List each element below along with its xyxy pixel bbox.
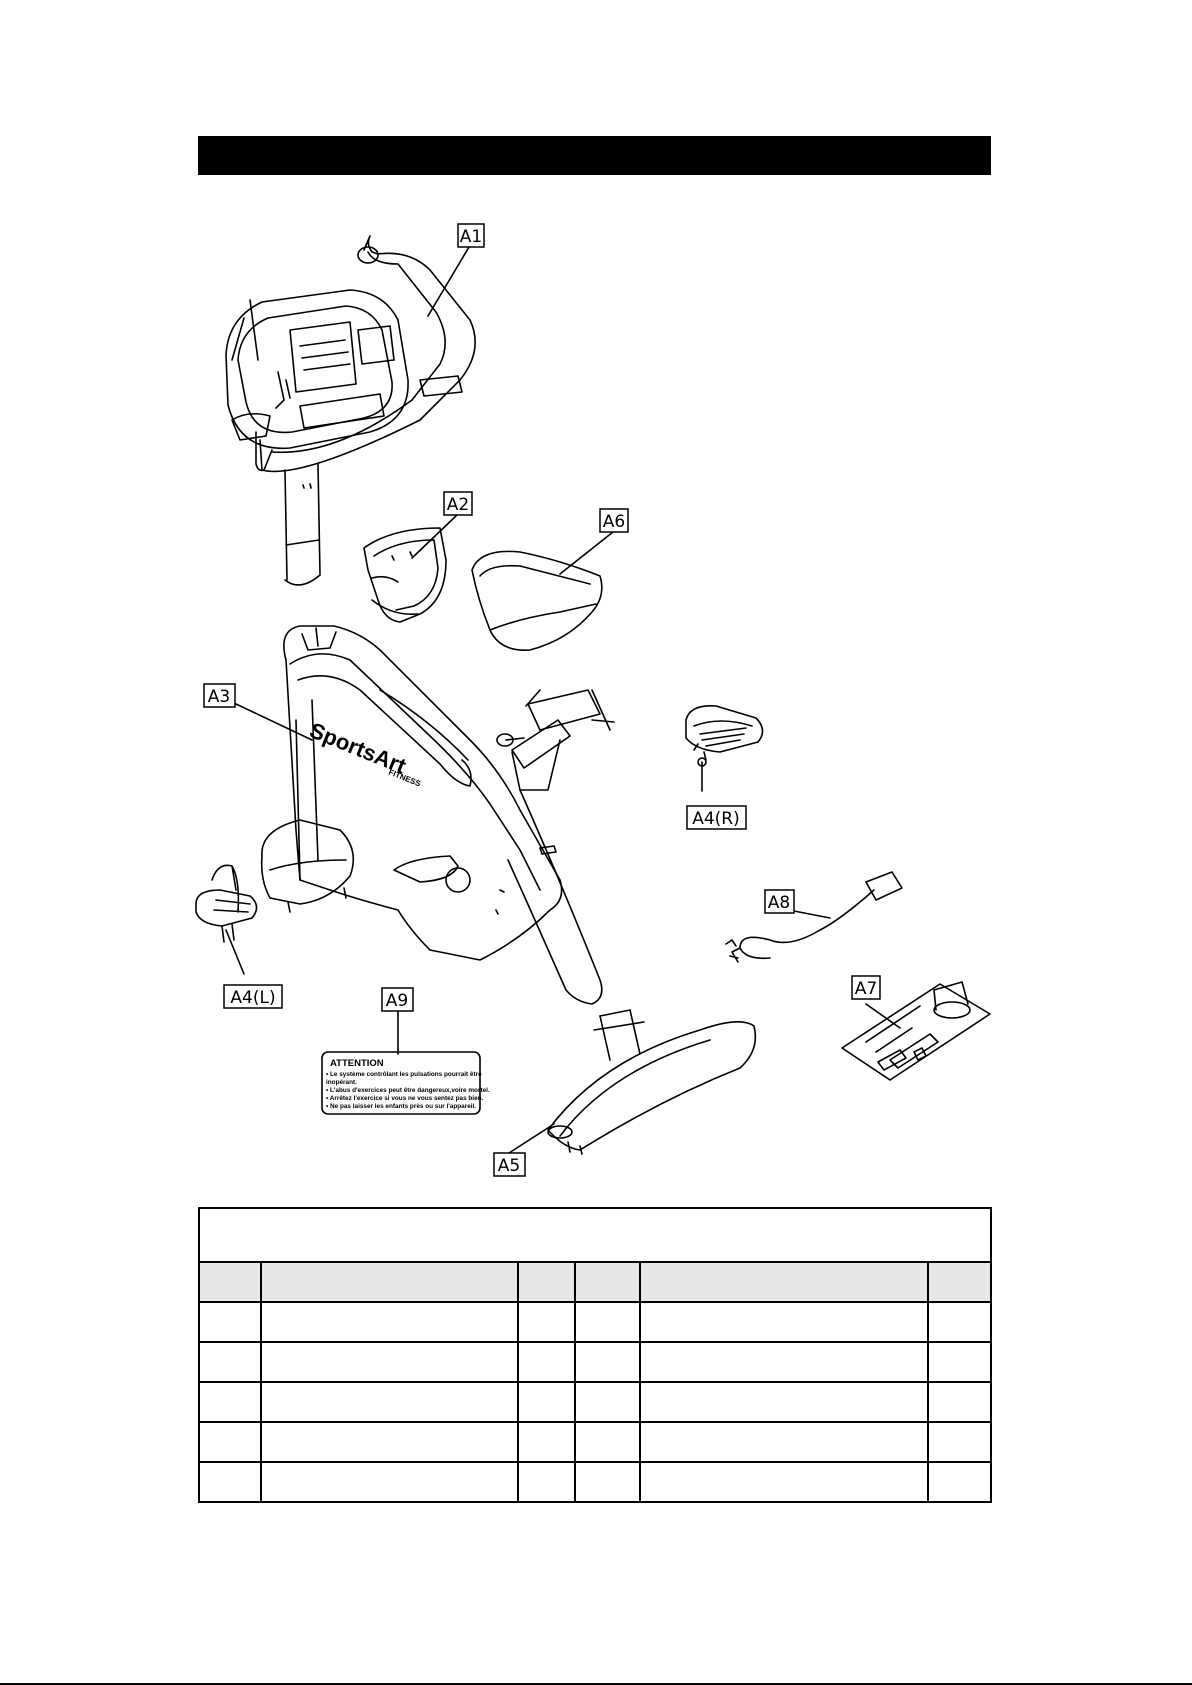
page-bottom-rule: [0, 1683, 1192, 1685]
callout-a2: A2: [443, 491, 473, 516]
callout-a3: A3: [203, 683, 236, 708]
header-cell: [259, 1261, 520, 1303]
warning-label-line: • L'abus d'exercices peut être dangereux…: [326, 1087, 490, 1094]
callout-a4l: A4(L): [223, 984, 283, 1009]
warning-label-line: • Ne pas laisser les enfants près ou sur…: [326, 1103, 476, 1110]
svg-text:A6: A6: [603, 512, 625, 532]
warning-label-line: • Arrêtez l'exercice si vous ne vous sen…: [326, 1095, 484, 1102]
svg-text:A7: A7: [855, 979, 877, 999]
warning-label-line: inopérant.: [326, 1079, 357, 1086]
callout-a7: A7: [851, 975, 881, 1000]
bottle-holder-drawing: [363, 527, 447, 623]
svg-text:A9: A9: [386, 991, 408, 1011]
svg-text:A4(L): A4(L): [230, 988, 275, 1008]
stabilizer-drawing: [547, 1009, 757, 1155]
header-cell: [517, 1261, 577, 1303]
parts-list-table: [198, 1207, 992, 1503]
callout-a9: A9: [381, 987, 414, 1012]
frame-subbrand-text: FITNESS: [387, 768, 422, 789]
callout-a4r: A4(R): [686, 805, 747, 830]
left-pedal-drawing: [195, 864, 258, 943]
header-cell: [927, 1261, 992, 1303]
svg-text:A1: A1: [460, 227, 482, 247]
hardware-kit-drawing: [841, 981, 991, 1081]
seat-drawing: [471, 550, 603, 651]
table-row: [198, 1461, 992, 1503]
right-pedal-drawing: [685, 704, 764, 767]
table-row: [198, 1381, 992, 1423]
callout-a6: A6: [599, 508, 629, 533]
table-header-row: [198, 1261, 992, 1303]
table-row: [198, 1341, 992, 1383]
header-cell: [574, 1261, 641, 1303]
callout-a5: A5: [493, 1152, 526, 1177]
callout-a1: A1: [457, 223, 485, 248]
svg-text:A5: A5: [498, 1156, 520, 1176]
svg-text:A2: A2: [447, 495, 469, 515]
main-frame-drawing: [260, 625, 615, 1005]
warning-label-title: ATTENTION: [330, 1058, 384, 1069]
console-handlebar-drawing: [225, 235, 476, 586]
warning-label-drawing: [321, 1051, 481, 1115]
section-header-bar: [198, 136, 991, 175]
table-row: [198, 1301, 992, 1343]
svg-text:A3: A3: [208, 687, 230, 707]
warning-label-line: • Le système contrôlant les pulsations p…: [326, 1071, 482, 1078]
header-cell: [198, 1261, 262, 1303]
table-row: [198, 1421, 992, 1463]
header-cell: [638, 1261, 930, 1303]
svg-text:A4(R): A4(R): [692, 809, 740, 829]
svg-text:A8: A8: [768, 893, 790, 913]
power-cord-drawing: [725, 871, 903, 963]
table-title-cell: [198, 1207, 992, 1263]
exploded-parts-diagram: A1 A2 A6 A3 A4(R) A8 A7 A4(L): [195, 223, 991, 1177]
callout-a8: A8: [764, 889, 795, 914]
